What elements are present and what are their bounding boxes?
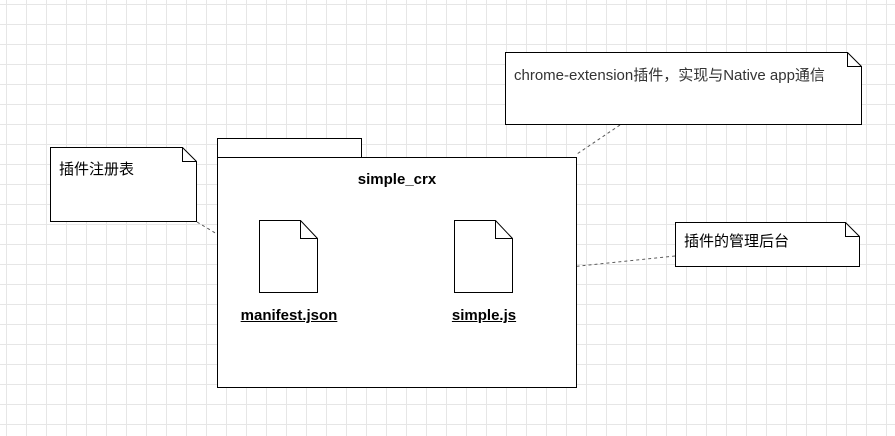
connector-backend [569,255,676,268]
package-simple-crx[interactable]: simple_crx manifest.json simple.js [217,138,577,388]
note-shape [675,222,860,267]
connector-registry [196,221,218,235]
note-extension[interactable]: chrome-extension插件，实现与Native app通信 [505,52,862,125]
note-shape [50,147,197,222]
artifact-simple-js[interactable]: simple.js [419,220,549,324]
note-backend-text: 插件的管理后台 [684,233,790,250]
note-registry[interactable]: 插件注册表 [50,147,197,222]
artifact-label: simple.js [451,307,517,324]
note-extension-text: chrome-extension插件，实现与Native app通信 [514,67,825,84]
file-icon [259,220,318,293]
artifact-manifest[interactable]: manifest.json [224,220,354,324]
file-icon [454,220,513,293]
note-backend[interactable]: 插件的管理后台 [675,222,860,267]
artifact-label: manifest.json [240,307,338,324]
note-shape [505,52,862,125]
note-registry-text: 插件注册表 [59,161,135,178]
package-title: simple_crx [357,171,437,188]
connector-extension [576,124,621,155]
